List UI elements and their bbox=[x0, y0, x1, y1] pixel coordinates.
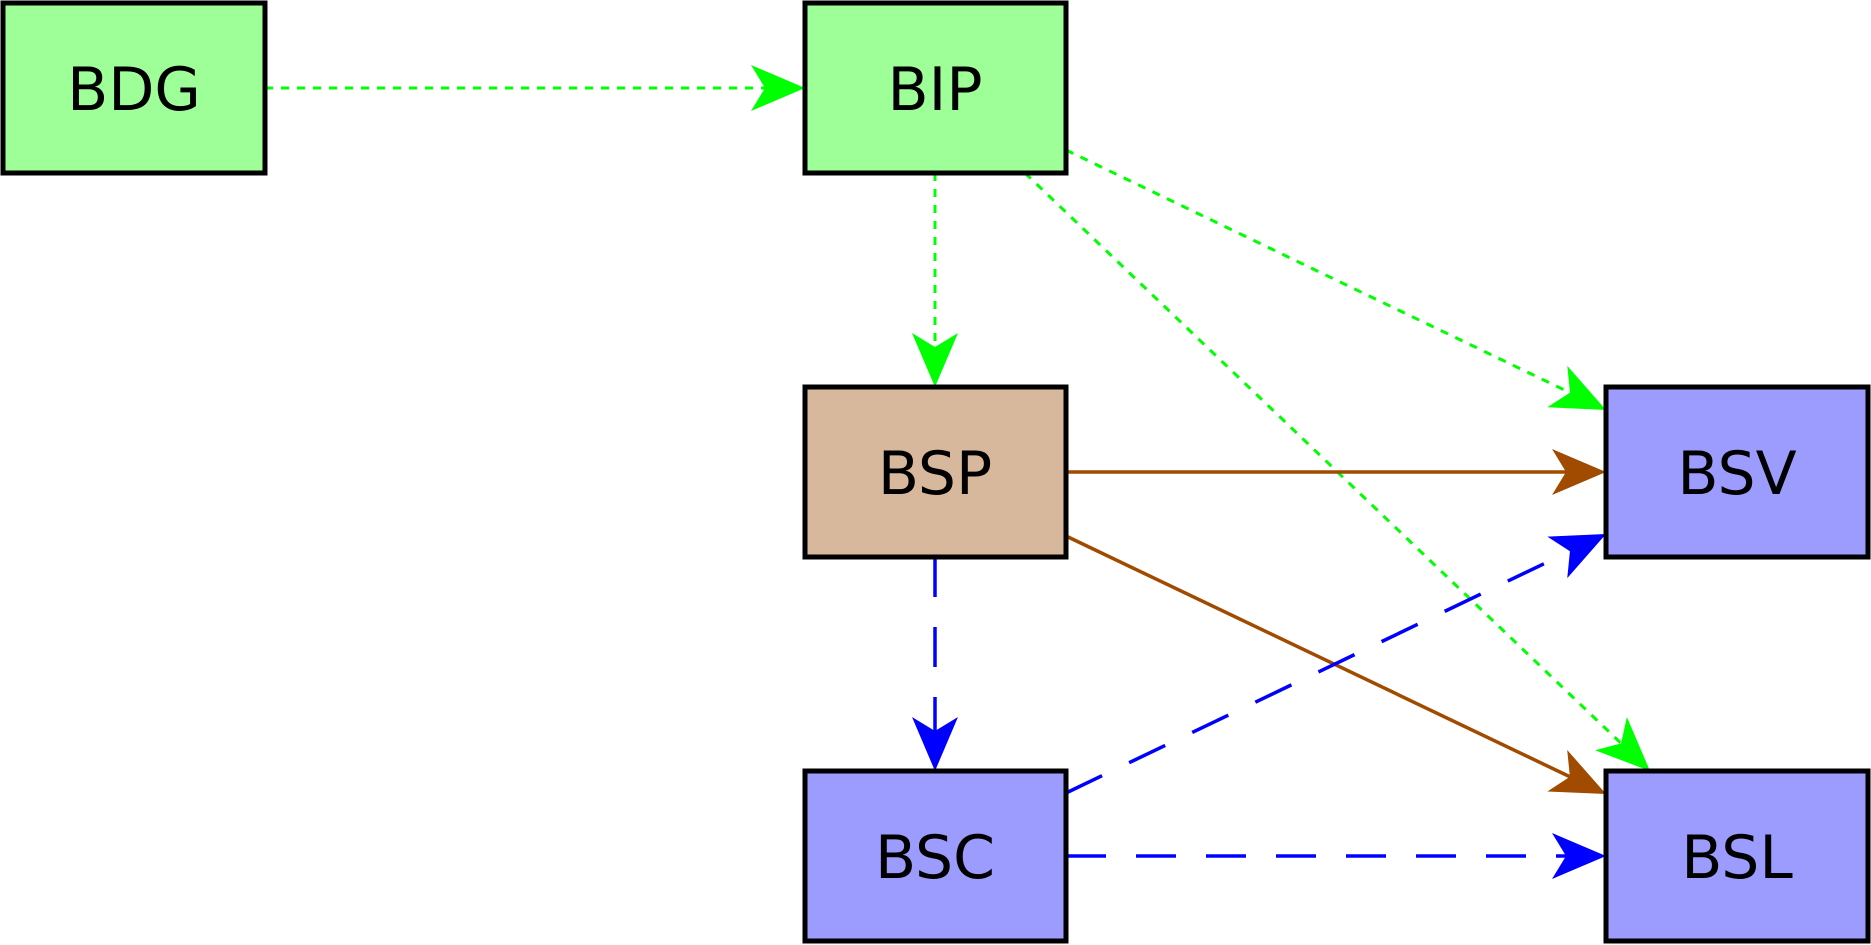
node-bsl-box bbox=[1603, 768, 1871, 944]
edge-bdg-to-bip bbox=[265, 65, 805, 111]
node-bdg-label: BDG bbox=[67, 55, 201, 125]
edge-bip-to-bsl bbox=[1023, 171, 1650, 771]
edge-bsp-to-bsv bbox=[1066, 449, 1606, 495]
node-bsp-box bbox=[802, 384, 1069, 560]
edge-line bbox=[1065, 549, 1571, 795]
node-bdg: BDG bbox=[0, 0, 268, 176]
edges-layer bbox=[265, 65, 1650, 879]
edge-bip-to-bsv bbox=[1065, 148, 1606, 410]
edge-bsp-to-bsl bbox=[1065, 534, 1606, 794]
node-bsc-label: BSC bbox=[875, 823, 995, 893]
arrowhead bbox=[1595, 717, 1650, 771]
node-bip-label: BIP bbox=[887, 55, 982, 125]
edge-bsp-to-bsc bbox=[912, 557, 958, 771]
node-bip-box bbox=[802, 0, 1069, 176]
node-bip: BIP bbox=[802, 0, 1069, 176]
arrowhead bbox=[912, 717, 958, 771]
arrowhead bbox=[751, 65, 805, 111]
node-bsl-label: BSL bbox=[1681, 823, 1793, 893]
edge-line bbox=[1065, 148, 1571, 394]
arrowhead bbox=[1552, 833, 1606, 879]
arrowhead bbox=[912, 333, 958, 387]
arrowhead bbox=[1547, 749, 1606, 794]
edge-bsc-to-bsv bbox=[1065, 534, 1606, 795]
arrowhead bbox=[1552, 449, 1606, 495]
node-bsc-box bbox=[802, 768, 1069, 944]
node-bsp: BSP bbox=[802, 384, 1069, 560]
node-bsv: BSV bbox=[1603, 384, 1871, 560]
edge-bip-to-bsp bbox=[912, 173, 958, 387]
node-bdg-box bbox=[0, 0, 268, 176]
node-bsc: BSC bbox=[802, 768, 1069, 944]
edge-bsc-to-bsl bbox=[1066, 833, 1606, 879]
node-bsp-label: BSP bbox=[878, 439, 992, 509]
node-bsv-box bbox=[1603, 384, 1871, 560]
arrowhead bbox=[1547, 365, 1606, 410]
edge-line bbox=[1065, 534, 1571, 779]
arrowhead bbox=[1547, 534, 1606, 579]
node-bsv-label: BSV bbox=[1677, 439, 1796, 509]
node-bsl: BSL bbox=[1603, 768, 1871, 944]
